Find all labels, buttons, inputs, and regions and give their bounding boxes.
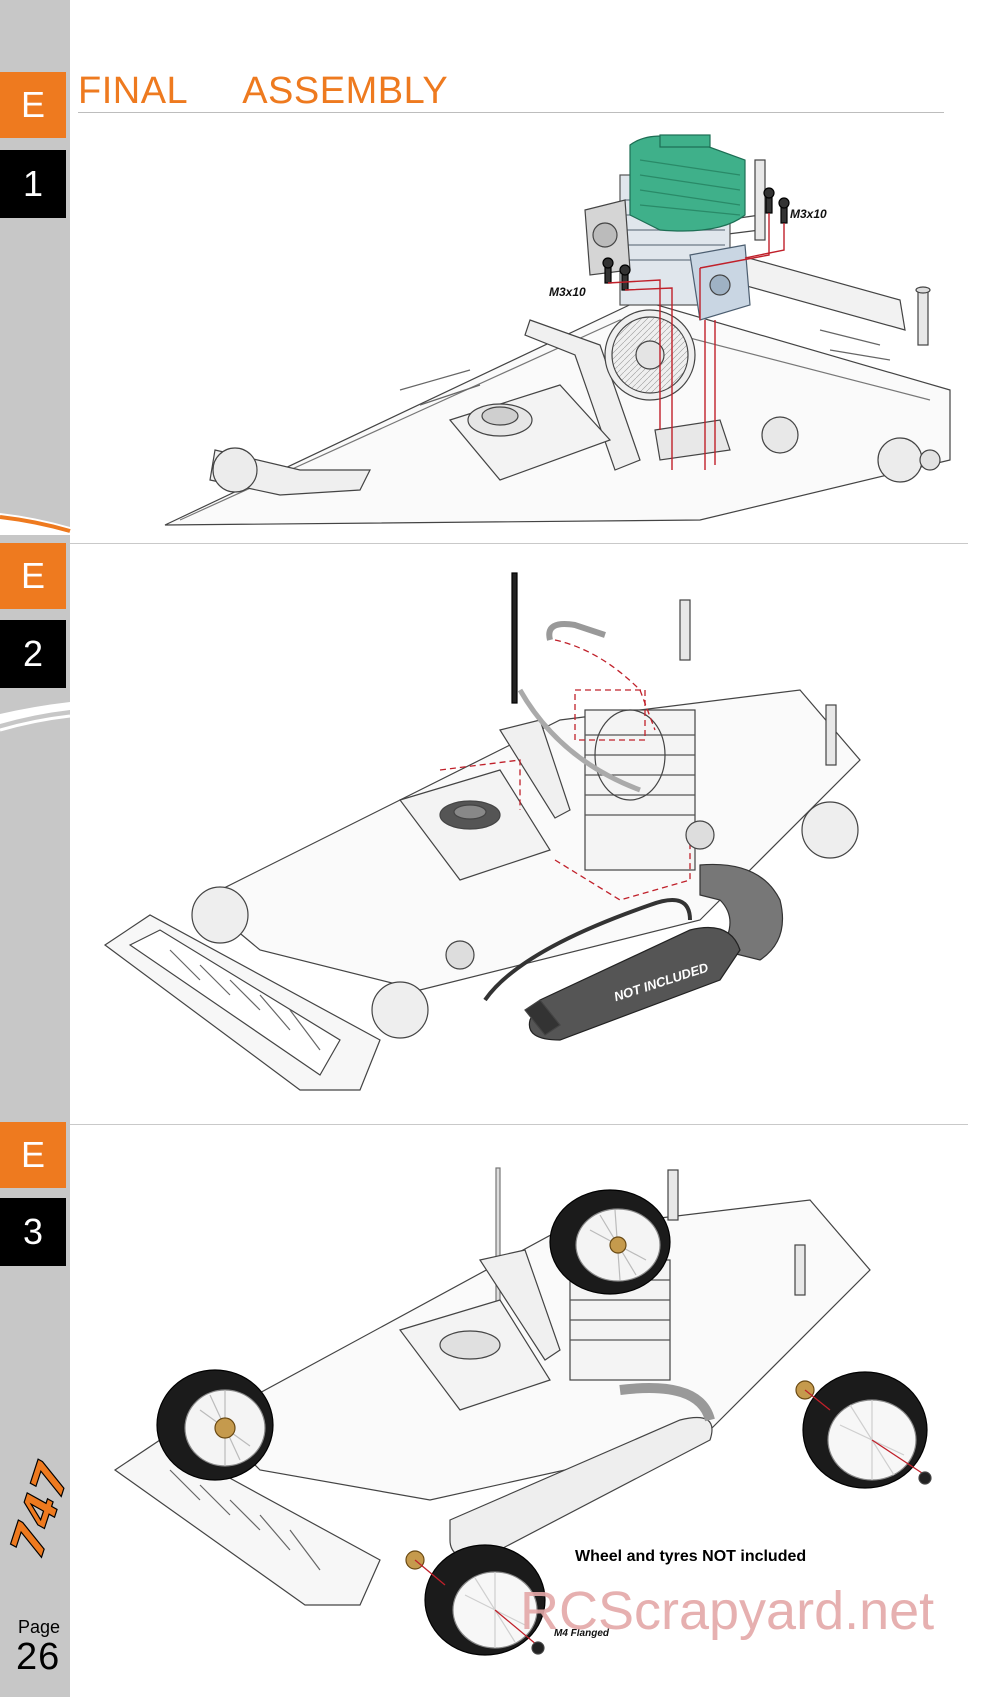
title-word-final: FINAL [78, 70, 189, 112]
nut-label: M4 Flanged [554, 1628, 610, 1639]
screw-callout: M3x10 [549, 285, 586, 299]
step-number-tab: 2 [0, 620, 66, 688]
step-number-tab: 3 [0, 1198, 66, 1266]
sidebar [0, 0, 70, 1697]
step-letter-tab: E [0, 543, 66, 609]
page-label: Page [18, 1617, 61, 1637]
rear-left-tyre [549, 1189, 671, 1295]
title-word-assembly: ASSEMBLY [242, 70, 449, 112]
front-right-tyre [405, 1544, 546, 1656]
watermark: RCScrapyard.net [520, 1581, 935, 1641]
swoosh-decoration [0, 513, 71, 535]
step2-illustration [103, 572, 861, 1091]
step-number-tab: 1 [0, 150, 66, 218]
front-left-tyre [156, 1369, 274, 1481]
wheel-note: Wheel and tyres NOT included [575, 1548, 807, 1565]
page-number: 26 [16, 1636, 61, 1678]
section-divider [70, 543, 968, 544]
page-title: FINAL ASSEMBLY [78, 70, 448, 113]
step-letter-tab: E [0, 72, 66, 138]
step1-illustration [164, 134, 951, 526]
title-rule [78, 112, 944, 113]
rear-right-tyre [795, 1371, 932, 1489]
step-letter-tab: E [0, 1122, 66, 1188]
section-divider [70, 1124, 968, 1125]
step3-illustration [113, 1167, 932, 1656]
swoosh-decoration [0, 702, 71, 732]
screw-callout: M3x10 [790, 207, 827, 221]
